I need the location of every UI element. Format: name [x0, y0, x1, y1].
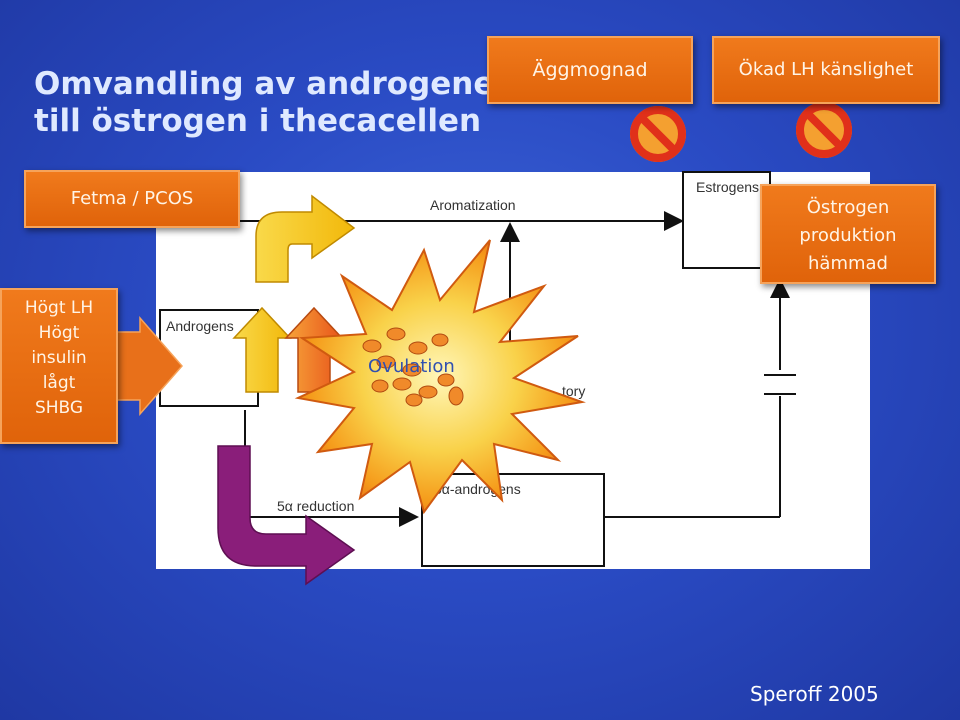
fetma-pcos-box: Fetma / PCOS [24, 170, 240, 228]
hogt-lh-box: Högt LH Högt insulin lågt SHBG [0, 288, 118, 444]
estrogens-label: Estrogens [696, 179, 759, 195]
partial-label: tory [562, 383, 585, 399]
title-line-2: till östrogen i thecacellen [34, 103, 482, 140]
prohibition-icon [796, 102, 852, 158]
ostrogen-hammad-box: Östrogen produktion hämmad [760, 184, 936, 284]
ostrogen-line-3: hämmad [808, 253, 888, 274]
ovulation-label: Ovulation [368, 356, 455, 377]
title-line-1: Omvandling av androgener [34, 66, 510, 102]
five-alpha-reduction-label: 5α reduction [277, 498, 354, 514]
yellow-up-arrow [232, 306, 292, 393]
ostrogen-line-1: Östrogen [806, 197, 890, 218]
androgens-label: Androgens [166, 318, 234, 334]
five-alpha-androgens-label: 5α-androgens [434, 481, 521, 497]
aromatization-label: Aromatization [430, 197, 516, 213]
prohibition-icon [630, 106, 686, 162]
yellow-curved-arrow [255, 194, 356, 283]
estrogens-box [682, 171, 771, 269]
aggmognad-box: Äggmognad [487, 36, 693, 104]
oocyte-cluster [362, 327, 464, 407]
ostrogen-line-2: produktion [799, 225, 897, 246]
hogt-line-2: Högt [38, 323, 80, 343]
hogt-line-3: insulin [31, 348, 87, 368]
five-alpha-androgens-box [421, 473, 605, 567]
credit-text: Speroff 2005 [750, 682, 879, 706]
hogt-line-1: Högt LH [24, 298, 94, 318]
page-title: Omvandling av androgener till östrogen i… [34, 66, 510, 140]
hogt-line-5: SHBG [34, 398, 84, 418]
hogt-line-4: lågt [42, 373, 76, 393]
purple-curved-arrow [217, 445, 356, 586]
lh-kanslighet-box: Ökad LH känslighet [712, 36, 940, 104]
